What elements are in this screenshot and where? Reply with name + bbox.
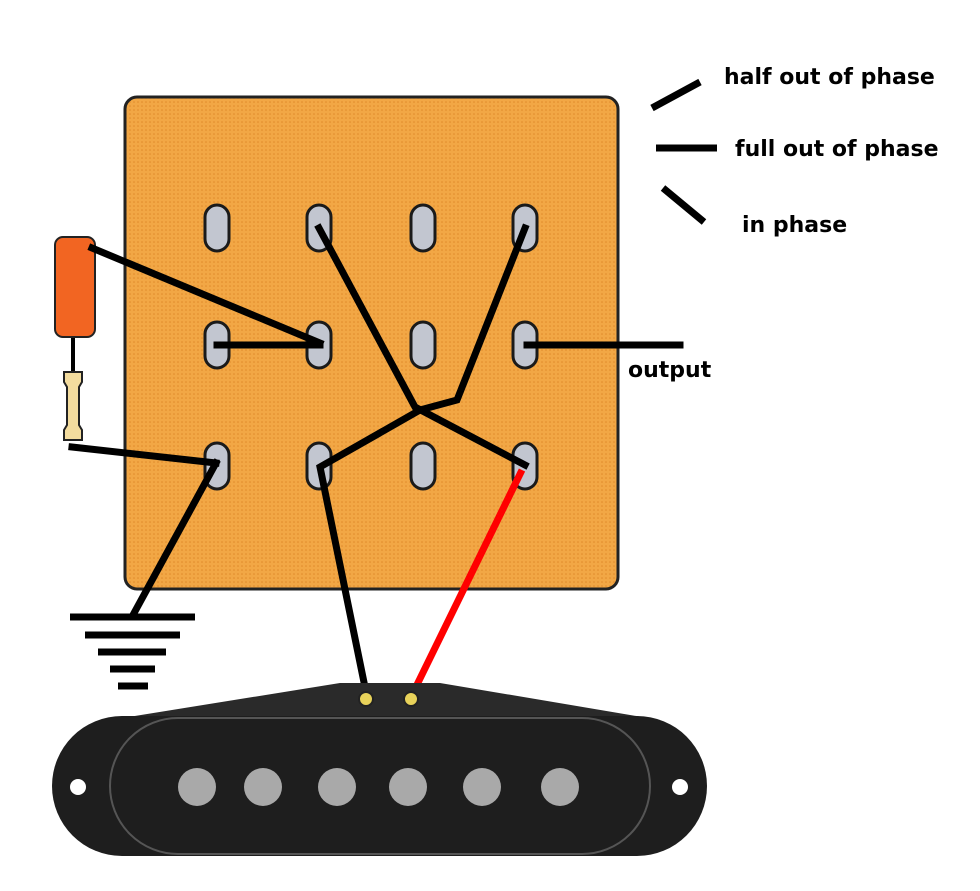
ground-icon <box>70 613 195 690</box>
wire-cross-b <box>316 223 530 702</box>
wire-resistor <box>68 443 220 467</box>
wire-capacitor <box>87 243 325 348</box>
pole-piece <box>541 768 579 806</box>
single-coil-pickup <box>52 683 707 856</box>
wire-ground <box>128 458 221 620</box>
mounting-hole <box>672 779 688 795</box>
output-label: output <box>628 358 712 383</box>
pole-piece <box>178 768 216 806</box>
pole-piece <box>463 768 501 806</box>
legend-full-out-of-phase: full out of phase <box>735 137 939 162</box>
switch-lug <box>409 441 437 491</box>
half-out-of-phase-indicator <box>650 78 702 112</box>
in-phase-indicator <box>660 185 707 225</box>
wires <box>68 223 684 702</box>
switch-lug <box>409 320 437 370</box>
wire-cross-a <box>314 223 530 470</box>
mounting-hole <box>70 779 86 795</box>
pole-piece <box>389 768 427 806</box>
solder-point <box>358 691 374 707</box>
pole-piece <box>244 768 282 806</box>
switch-lug <box>409 203 437 253</box>
capacitor-icon <box>54 236 96 338</box>
legend-half-out-of-phase: half out of phase <box>724 65 935 90</box>
switch-lug <box>203 203 231 253</box>
resistor-icon <box>63 371 83 441</box>
pole-piece <box>318 768 356 806</box>
wire-hot-red <box>407 468 526 699</box>
legend-in-phase: in phase <box>742 213 847 238</box>
phase-legend: half out of phase full out of phase in p… <box>650 65 939 238</box>
solder-point <box>403 691 419 707</box>
